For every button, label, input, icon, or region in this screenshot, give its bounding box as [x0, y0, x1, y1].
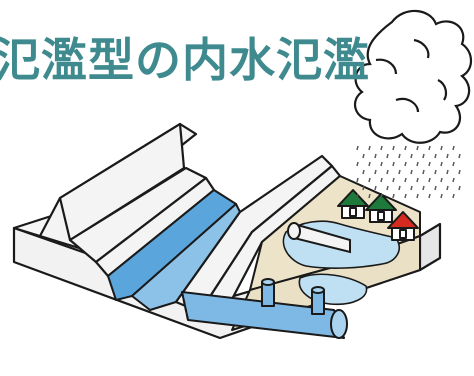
rain-drop: [416, 177, 419, 183]
rain-drop: [434, 169, 437, 175]
rain-drop: [410, 169, 413, 175]
rain-drop: [392, 177, 395, 183]
rain-drop: [380, 145, 383, 151]
rain-drop: [398, 153, 401, 159]
rain-drop: [416, 145, 419, 151]
rain-drop: [392, 161, 395, 167]
rain-drop: [410, 153, 413, 159]
rain-drop: [356, 161, 359, 167]
rain-drop: [440, 193, 443, 199]
rain-drop: [386, 169, 389, 175]
rain-drop: [428, 161, 431, 167]
rain-drop: [452, 161, 455, 167]
rain-drop: [362, 185, 365, 191]
rain-drop: [452, 193, 455, 199]
rain-drop: [386, 153, 389, 159]
rain-drop: [458, 153, 461, 159]
rain-drop: [368, 177, 371, 183]
rain-drop: [404, 193, 407, 199]
rain-drop: [428, 145, 431, 151]
rain-drop: [368, 161, 371, 167]
rain-drop: [404, 177, 407, 183]
rain-drop: [362, 169, 365, 175]
rain-drop: [392, 193, 395, 199]
rain-drop: [416, 161, 419, 167]
rain-drop: [380, 161, 383, 167]
rain-drop: [458, 185, 461, 191]
rain-drop: [404, 145, 407, 151]
rain-drop: [416, 193, 419, 199]
rain-drop: [356, 145, 359, 151]
rain-icon: [356, 145, 461, 199]
rain-drop: [404, 161, 407, 167]
rain-drop: [452, 177, 455, 183]
rain-drop: [398, 185, 401, 191]
rain-drop: [368, 145, 371, 151]
rain-drop: [434, 153, 437, 159]
rain-drop: [356, 193, 359, 199]
rain-drop: [386, 185, 389, 191]
cloud-icon: [353, 9, 473, 144]
rain-drop: [434, 185, 437, 191]
diagram-title: 氾濫型の内水氾濫: [0, 33, 370, 87]
house-icon: [337, 189, 369, 219]
rain-drop: [398, 169, 401, 175]
rain-drop: [422, 169, 425, 175]
rain-drop: [446, 169, 449, 175]
drain-pipe: [181, 278, 348, 339]
rain-drop: [458, 169, 461, 175]
rain-drop: [374, 169, 377, 175]
rain-drop: [380, 193, 383, 199]
house-icon: [365, 193, 397, 223]
rain-drop: [428, 193, 431, 199]
rain-drop: [428, 177, 431, 183]
rain-drop: [446, 185, 449, 191]
rain-drop: [362, 153, 365, 159]
rain-drop: [392, 145, 395, 151]
rain-drop: [440, 177, 443, 183]
rain-drop: [422, 185, 425, 191]
culvert-pipe: [287, 222, 351, 254]
rain-drop: [374, 185, 377, 191]
rain-drop: [446, 153, 449, 159]
rain-drop: [374, 153, 377, 159]
house-icon-red: [387, 211, 419, 241]
rain-drop: [440, 145, 443, 151]
rain-drop: [380, 177, 383, 183]
rain-drop: [440, 161, 443, 167]
rain-drop: [422, 153, 425, 159]
rain-drop: [368, 193, 371, 199]
rain-drop: [410, 185, 413, 191]
levee-left: [38, 122, 216, 278]
rain-drop: [356, 177, 359, 183]
rain-drop: [452, 145, 455, 151]
